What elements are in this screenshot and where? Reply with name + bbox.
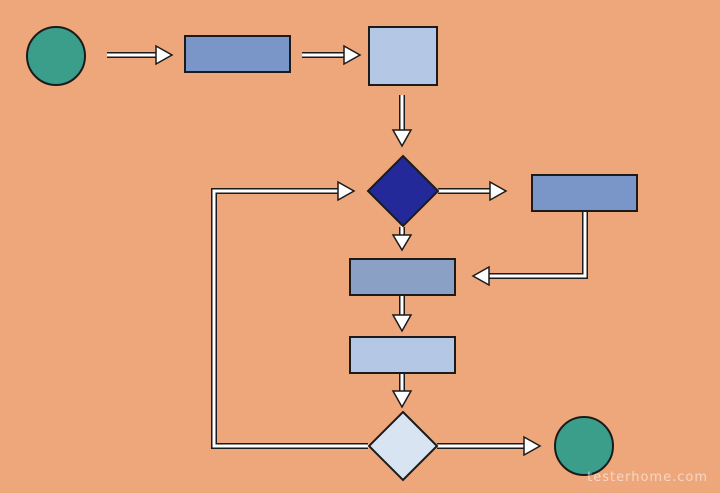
edge-decision-1-to-process-4 bbox=[391, 226, 413, 252]
process-node-2 bbox=[368, 26, 438, 86]
process-node-5 bbox=[349, 336, 456, 374]
edge-process-1-to-process-2 bbox=[302, 44, 362, 66]
process-node-3 bbox=[531, 174, 638, 212]
edge-start-to-process-1 bbox=[107, 44, 174, 66]
edge-process-2-to-decision-1 bbox=[391, 95, 413, 148]
edge-process-3-to-process-4 bbox=[471, 211, 588, 287]
decision-node-2 bbox=[367, 410, 439, 482]
process-node-1 bbox=[184, 35, 291, 73]
decision-node-1 bbox=[366, 154, 440, 228]
edge-decision-1-to-process-3 bbox=[437, 180, 508, 202]
edge-decision-2-to-end bbox=[437, 435, 542, 457]
end-node bbox=[554, 416, 614, 476]
start-node bbox=[26, 26, 86, 86]
edges bbox=[107, 44, 588, 457]
watermark: testerhome.com bbox=[587, 470, 708, 485]
edge-decision-2-to-decision-1 bbox=[211, 180, 369, 449]
process-node-4 bbox=[349, 258, 456, 296]
edge-process-5-to-decision-2 bbox=[391, 373, 413, 409]
edge-process-4-to-process-5 bbox=[391, 296, 413, 333]
nodes bbox=[26, 26, 638, 482]
